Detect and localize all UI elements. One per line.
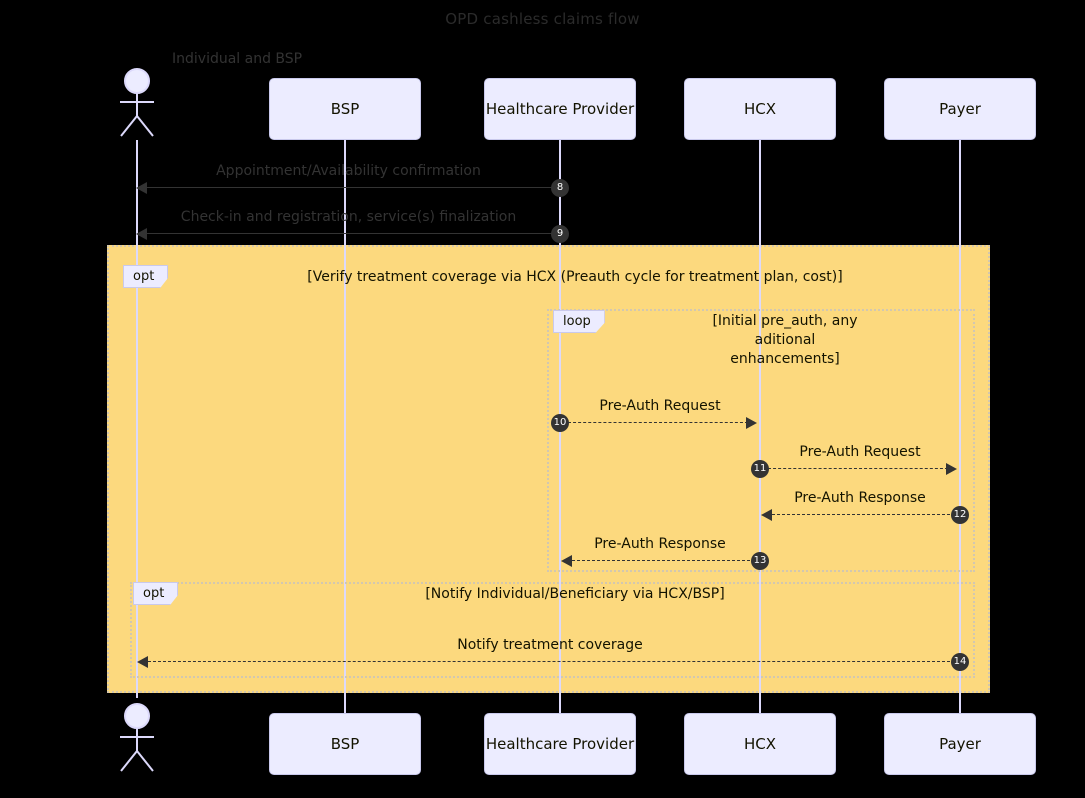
message-8-badge: 8 — [551, 179, 569, 197]
fragment-opt-notify — [130, 582, 975, 678]
actor-figure-icon — [120, 68, 154, 137]
fragment-opt-notify-tag: opt — [133, 582, 179, 605]
message-14-label: Notify treatment coverage — [457, 637, 643, 653]
participant-bsp-label-bottom: BSP — [330, 735, 360, 753]
message-8-arrowhead — [136, 182, 147, 194]
participant-bsp-top[interactable]: BSP — [269, 78, 421, 140]
participant-hcx-top[interactable]: HCX — [684, 78, 836, 140]
actor-individual-and-bsp-top — [112, 68, 162, 144]
participant-healthcare-provider-label-top: Healthcare Provider — [485, 100, 635, 118]
message-10-line — [568, 422, 748, 423]
message-10-badge: 10 — [551, 414, 569, 432]
message-9-arrowhead — [136, 228, 147, 240]
message-13-badge: 13 — [751, 552, 769, 570]
participant-payer-top[interactable]: Payer — [884, 78, 1036, 140]
message-13-label: Pre-Auth Response — [594, 536, 726, 552]
participant-payer-label-bottom: Payer — [939, 735, 981, 753]
fragment-opt-verify-coverage-border — [107, 245, 990, 693]
message-13-arrowhead — [561, 555, 572, 567]
message-8-line — [142, 187, 560, 188]
lifeline-bsp — [344, 140, 346, 715]
participant-payer-bottom[interactable]: Payer — [884, 713, 1036, 775]
participant-hcx-label-bottom: HCX — [743, 735, 777, 753]
message-14-line — [148, 661, 950, 662]
fragment-opt-notify-condition: [Notify Individual/Beneficiary via HCX/B… — [425, 586, 725, 602]
message-10-label: Pre-Auth Request — [599, 398, 721, 414]
message-12-arrowhead — [761, 509, 772, 521]
lifeline-individual-and-bsp — [136, 140, 138, 698]
message-9-badge: 9 — [551, 225, 569, 243]
actor-label-top: Individual and BSP — [172, 51, 303, 67]
message-12-line — [772, 514, 950, 515]
message-11-line — [768, 468, 948, 469]
actor-individual-and-bsp-bottom — [112, 703, 162, 779]
participant-hcx-bottom[interactable]: HCX — [684, 713, 836, 775]
message-10-arrowhead — [746, 417, 757, 429]
participant-healthcare-provider-bottom[interactable]: Healthcare Provider — [484, 713, 636, 775]
fragment-loop-preauth-condition: [Initial pre_auth, any aditional enhance… — [712, 313, 858, 367]
fragment-opt-verify-coverage-condition: [Verify treatment coverage via HCX (Prea… — [307, 269, 843, 285]
fragment-loop-preauth-tag: loop — [553, 310, 605, 333]
message-9-line — [142, 233, 560, 234]
message-11-badge: 11 — [751, 460, 769, 478]
diagram-title: OPD cashless claims flow — [445, 10, 640, 28]
participant-hcx-label-top: HCX — [743, 100, 777, 118]
participant-payer-label-top: Payer — [939, 100, 981, 118]
lifeline-hcx — [759, 140, 761, 715]
message-13-line — [572, 560, 750, 561]
fragment-opt-verify-coverage-tag: opt — [123, 265, 169, 288]
fragment-loop-preauth — [547, 309, 975, 572]
lifeline-payer — [959, 140, 961, 715]
message-14-badge: 14 — [951, 653, 969, 671]
participant-bsp-bottom[interactable]: BSP — [269, 713, 421, 775]
message-12-badge: 12 — [951, 506, 969, 524]
message-9-label: Check-in and registration, service(s) fi… — [180, 209, 517, 225]
participant-bsp-label-top: BSP — [330, 100, 360, 118]
actor-figure-icon-bottom — [120, 703, 154, 772]
message-12-label: Pre-Auth Response — [794, 490, 926, 506]
message-14-arrowhead — [137, 656, 148, 668]
message-8-label: Appointment/Availability confirmation — [216, 163, 481, 179]
message-11-arrowhead — [946, 463, 957, 475]
participant-healthcare-provider-top[interactable]: Healthcare Provider — [484, 78, 636, 140]
participant-healthcare-provider-label-bottom: Healthcare Provider — [485, 735, 635, 753]
message-11-label: Pre-Auth Request — [799, 444, 921, 460]
